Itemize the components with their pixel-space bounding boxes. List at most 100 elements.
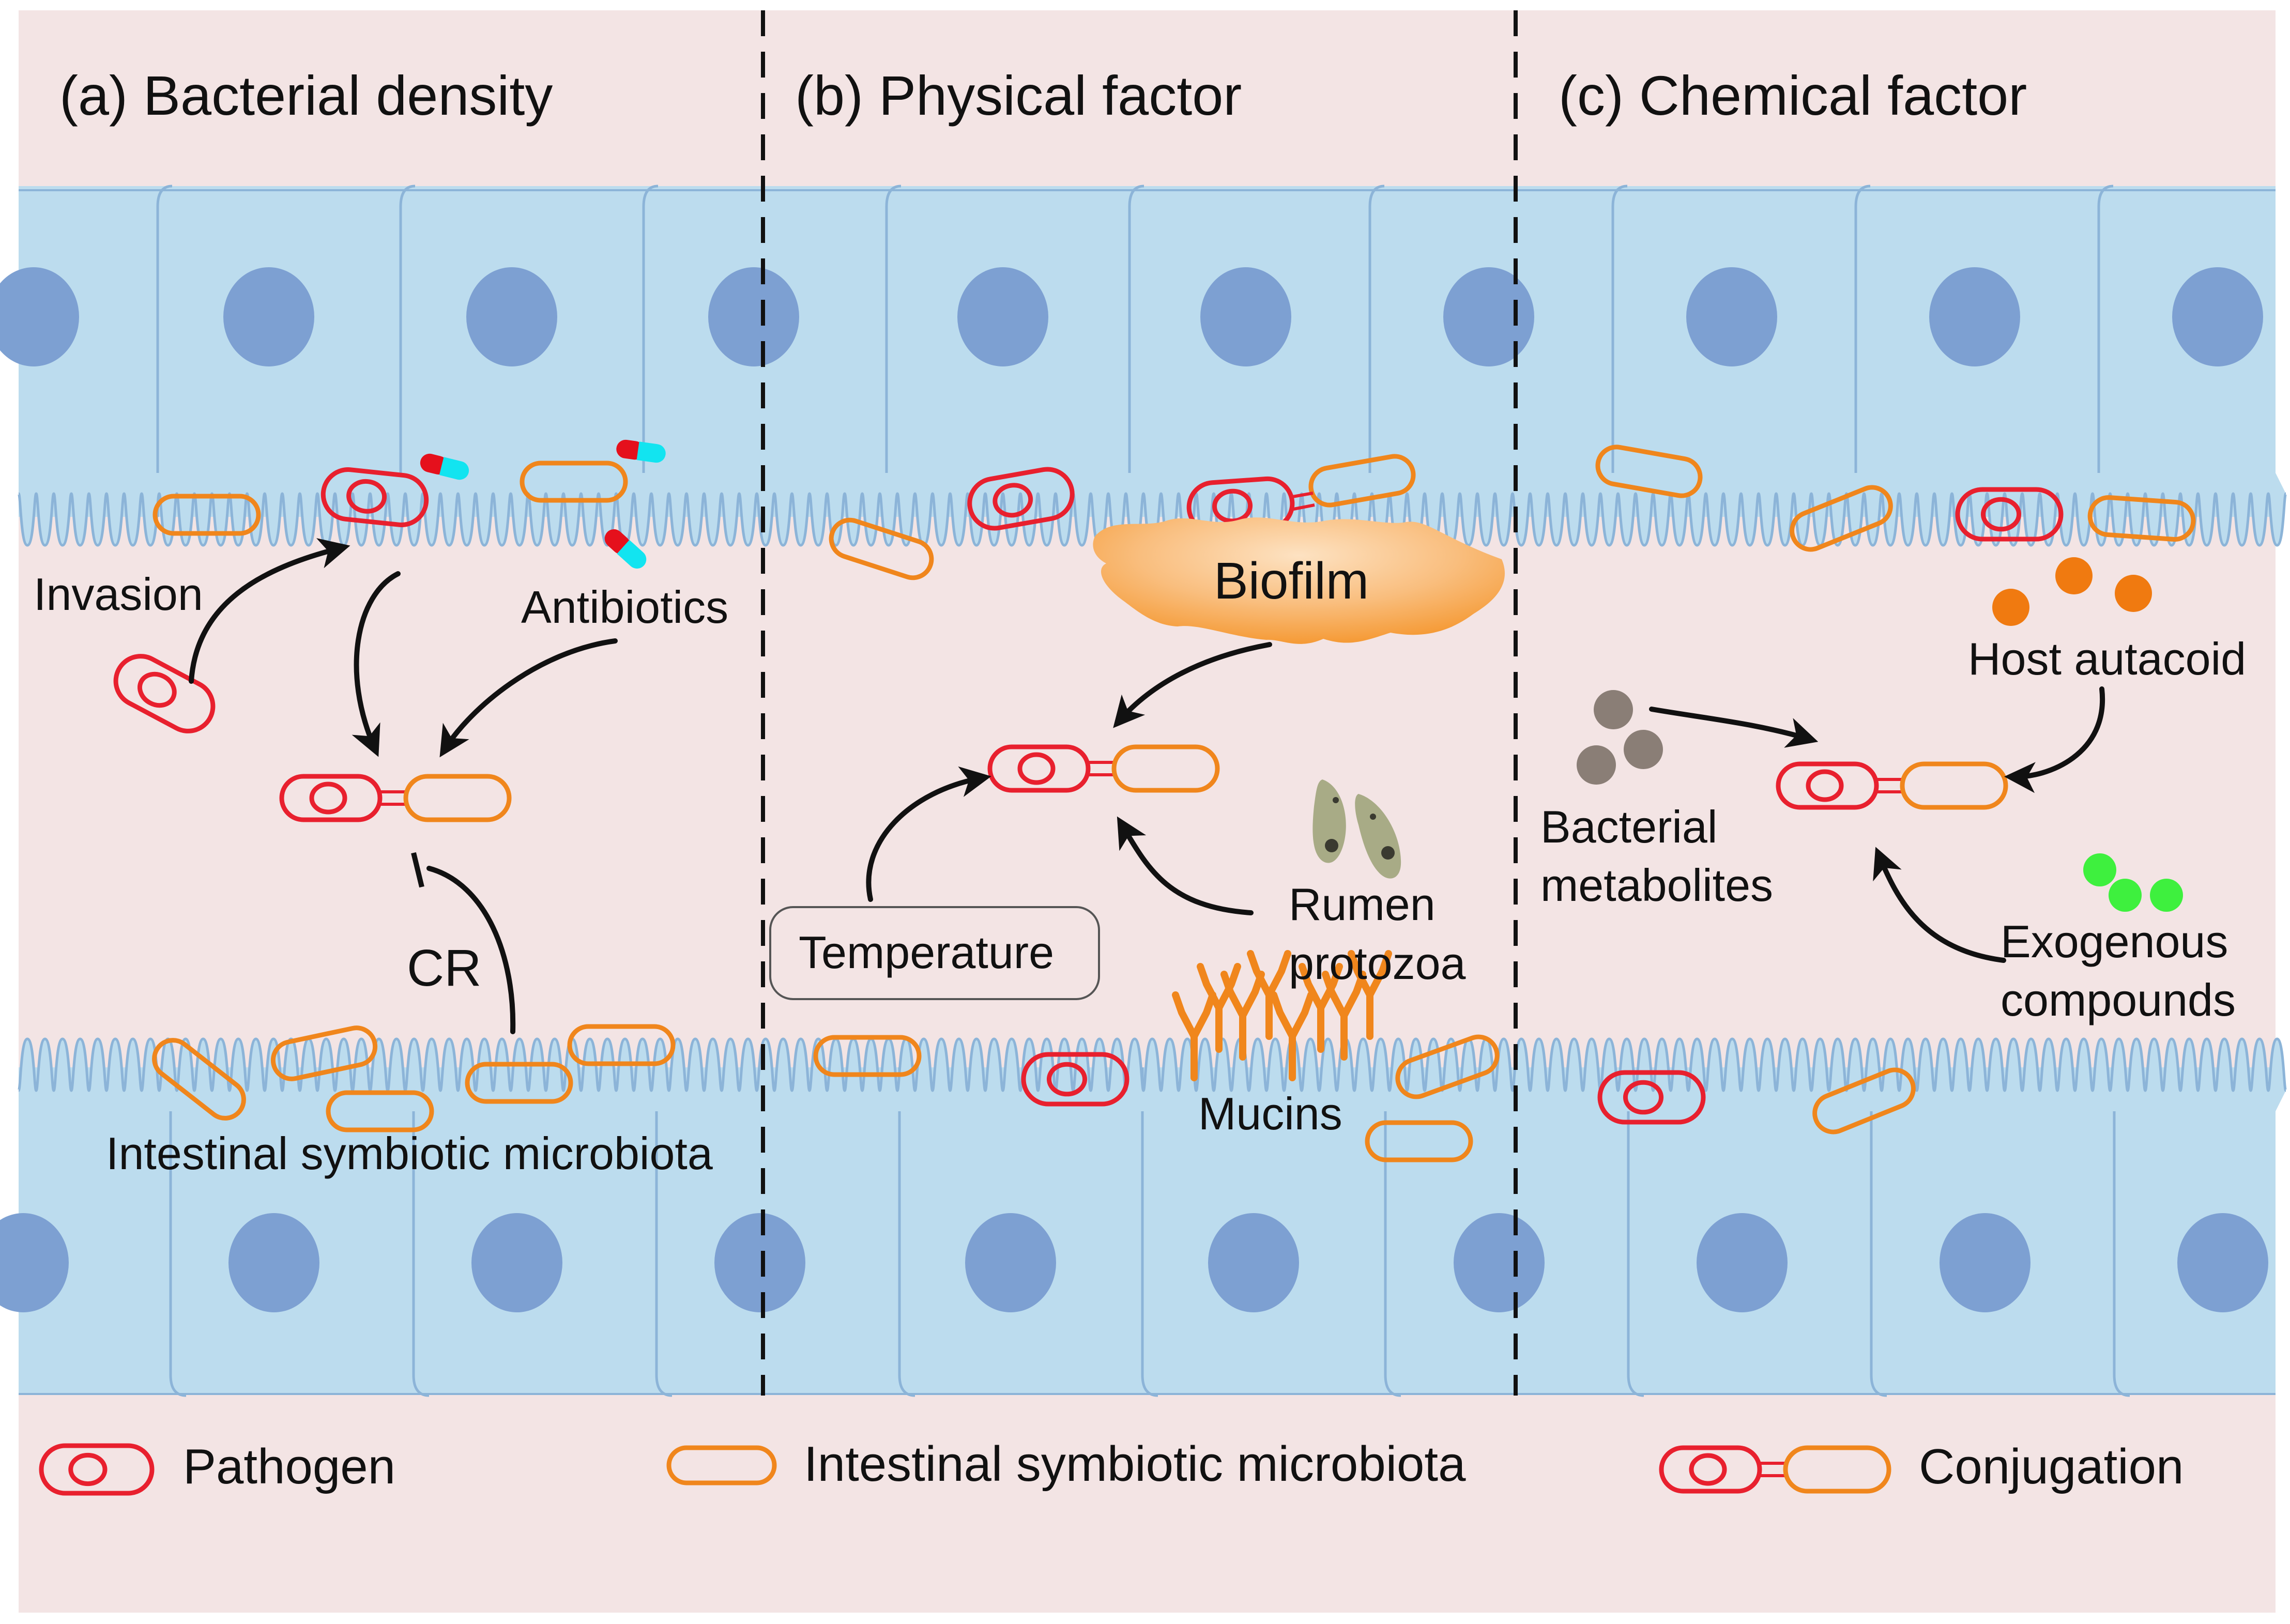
protozoa-icon <box>1312 779 1401 879</box>
antibiotics-label: Antibiotics <box>521 581 728 633</box>
mucins-label: Mucins <box>1198 1088 1342 1139</box>
cell-border <box>2113 1067 2130 1397</box>
nucleus <box>1443 267 1534 366</box>
conjugation-icon <box>279 774 512 822</box>
nucleus <box>714 1213 805 1312</box>
intestinal-microbiota-label: Intestinal symbiotic microbiota <box>106 1128 713 1179</box>
metabolites-arrow <box>1649 707 1819 748</box>
symbiotic-bacterium-icon <box>1365 1120 1473 1162</box>
symbiotic-bacterium-icon <box>152 494 261 536</box>
conjugation-icon <box>1659 1445 1891 1494</box>
cell-border <box>412 1067 430 1397</box>
capsule-icon <box>616 439 666 463</box>
nucleus <box>965 1213 1056 1312</box>
invasion-arrow <box>189 538 350 684</box>
legend <box>39 1443 1891 1496</box>
pathogen-bacterium-icon <box>39 1443 155 1496</box>
invasion-label: Invasion <box>34 569 203 620</box>
symbiotic-bacterium-icon <box>666 1445 777 1485</box>
cell-border <box>1627 1067 1644 1397</box>
capsule-icon <box>604 529 647 569</box>
nucleus <box>223 267 314 366</box>
protozoa-arrow <box>1117 816 1254 915</box>
cell-border <box>2097 185 2114 517</box>
microvilli <box>17 473 2287 1111</box>
cell-border <box>156 185 173 517</box>
panel-b-title: (b) Physical factor <box>795 64 1242 127</box>
nucleus <box>2172 267 2263 366</box>
cr-inhibition-line <box>426 866 516 1034</box>
bacterial-label: Bacterial <box>1540 801 1717 852</box>
nucleus <box>1686 267 1777 366</box>
biofilm-arrow <box>1113 642 1272 728</box>
symbiotic-bacterium-icon <box>326 1090 434 1132</box>
autacoid-arrow <box>2004 686 2105 793</box>
legend-symbiotic-label: Intestinal symbiotic microbiota <box>804 1436 1466 1492</box>
antibiotic-capsules <box>420 439 666 569</box>
host-autacoid-label: Host autacoid <box>1968 633 2246 684</box>
temperature-label: Temperature <box>799 927 1054 978</box>
cell-border <box>1384 1067 1401 1397</box>
cell-border <box>1128 185 1144 517</box>
top-epithelium <box>0 185 2276 517</box>
cr-inhibition-bar <box>411 852 424 888</box>
symbiotic-bacterium-icon <box>1395 1034 1500 1099</box>
symbiotic-bacterium-icon <box>152 1038 246 1121</box>
cell-border <box>399 185 416 517</box>
host-autacoid-dots <box>1992 557 2152 626</box>
symbiotic-bacterium-icon <box>1812 1067 1916 1135</box>
nucleus <box>1208 1213 1299 1312</box>
nucleus <box>1454 1213 1545 1312</box>
nucleus <box>957 267 1048 366</box>
bacterial-metabolite-dots <box>1577 690 1663 785</box>
recirculation-arrow <box>352 571 401 757</box>
nucleus <box>0 267 79 366</box>
nucleus <box>1929 267 2020 366</box>
exogenous-arrow <box>1873 847 2006 963</box>
pathogen-bacterium-icon <box>1597 1070 1706 1125</box>
capsule-icon <box>420 453 469 480</box>
compounds-label: compounds <box>2001 974 2236 1025</box>
nucleus <box>708 267 799 366</box>
cr-label: CR <box>407 939 481 997</box>
pathogen-bacterium-icon <box>113 654 216 733</box>
panel-a-title: (a) Bacterial density <box>59 64 553 127</box>
bottom-epithelium <box>0 1067 2276 1397</box>
cell-border <box>1141 1067 1158 1397</box>
mucin-icon <box>1172 950 1392 1081</box>
exogenous-compound-dots <box>2083 853 2183 912</box>
nucleus <box>1940 1213 2031 1312</box>
cell-border <box>1368 185 1385 517</box>
symbiotic-bacterium-icon <box>829 517 934 580</box>
symbiotic-bacterium-icon <box>1790 485 1893 552</box>
pathogen-bacterium-icon <box>1021 1052 1129 1107</box>
symbiotic-bacterium-icon <box>1595 445 1703 498</box>
cell-border <box>1611 185 1628 517</box>
protozoa-label: protozoa <box>1289 938 1466 989</box>
cell-border <box>885 185 902 517</box>
metabolites-label: metabolites <box>1540 860 1773 911</box>
temperature-box <box>769 906 1100 1000</box>
cell-border <box>169 1067 187 1397</box>
arrows <box>189 538 2105 1034</box>
symbiotic-bacterium-icon <box>270 1025 378 1081</box>
symbiotic-bacterium-icon <box>813 1035 922 1077</box>
nucleus <box>466 267 557 366</box>
cell-border <box>1870 1067 1887 1397</box>
panel-c-title: (c) Chemical factor <box>1559 64 2027 127</box>
symbiotic-bacterium-icon <box>567 1024 676 1066</box>
symbiotic-bacterium-icon <box>520 461 628 503</box>
exogenous-label: Exogenous <box>2001 916 2228 967</box>
symbiotic-bacterium-icon <box>465 1062 573 1104</box>
nucleus <box>1697 1213 1788 1312</box>
symbiotic-bacterium-icon <box>2087 495 2196 542</box>
biofilm-label: Biofilm <box>1214 552 1369 610</box>
nucleus <box>471 1213 562 1312</box>
nucleus <box>0 1213 69 1312</box>
legend-pathogen-label: Pathogen <box>183 1439 395 1494</box>
legend-conjugation-label: Conjugation <box>1919 1439 2184 1494</box>
biofilm-icon <box>1093 517 1505 644</box>
rumen-label: Rumen <box>1289 879 1436 930</box>
pathogen-bacterium-icon <box>1955 487 2064 542</box>
